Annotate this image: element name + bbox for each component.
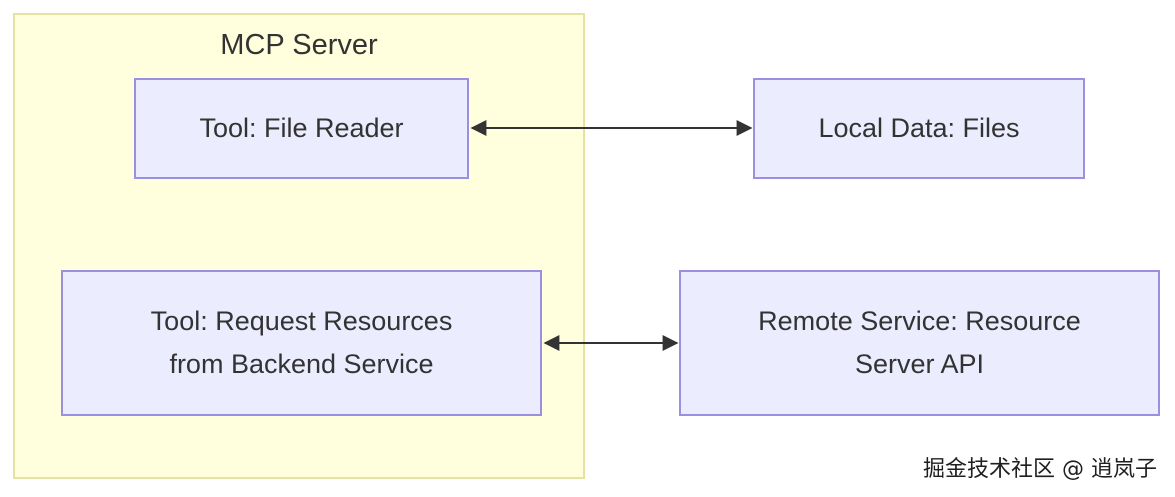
node-tool-request-resources[interactable]: Tool: Request Resources from Backend Ser… <box>61 270 542 416</box>
node-label: Tool: File Reader <box>199 113 404 143</box>
node-label-line-2: Server API <box>854 349 985 379</box>
node-remote-service-api[interactable]: Remote Service: Resource Server API <box>679 270 1160 416</box>
cluster-title: MCP Server <box>220 29 378 61</box>
node-label: Local Data: Files <box>818 113 1020 143</box>
watermark: 掘金技术社区 @ 逍岚子 <box>923 457 1157 482</box>
node-label-line-2: from Backend Service <box>169 349 434 379</box>
node-tool-file-reader[interactable]: Tool: File Reader <box>134 78 469 179</box>
node-label-line-1: Tool: Request Resources <box>150 306 453 336</box>
node-local-data-files[interactable]: Local Data: Files <box>753 78 1085 179</box>
node-label-line-1: Remote Service: Resource <box>758 306 1081 336</box>
